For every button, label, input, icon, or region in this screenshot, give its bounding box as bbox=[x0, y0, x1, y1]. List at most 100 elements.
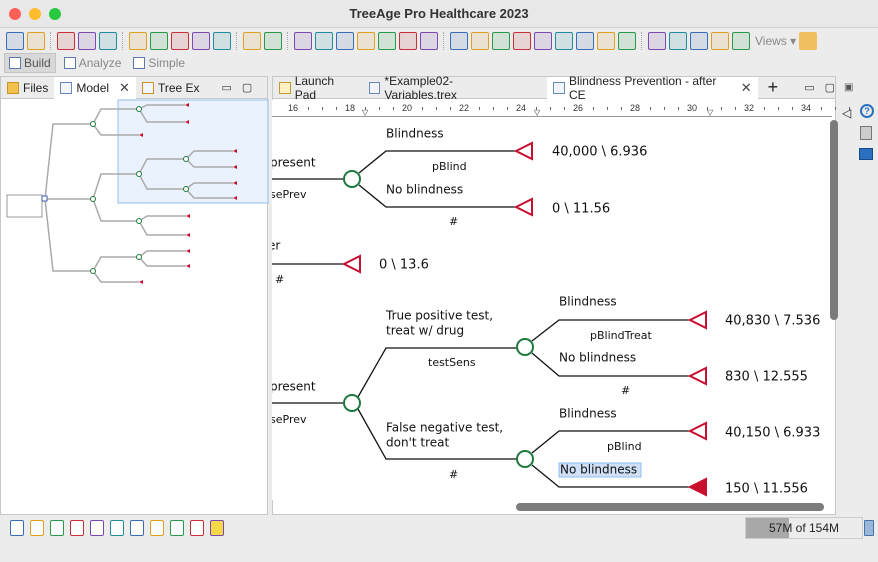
branch-probability[interactable]: sePrev bbox=[272, 188, 307, 201]
branch-probability[interactable]: sePrev bbox=[272, 413, 307, 426]
color-ball-icon[interactable] bbox=[648, 32, 666, 50]
tab-blindness-prevention[interactable]: Blindness Prevention - after CE✕ bbox=[547, 74, 758, 102]
variable-def-icon[interactable] bbox=[534, 32, 552, 50]
gear-icon[interactable] bbox=[264, 32, 282, 50]
branch-label[interactable]: True positive test, bbox=[385, 309, 493, 323]
perspective-simple[interactable]: Simple bbox=[129, 54, 189, 72]
close-icon[interactable]: ✕ bbox=[119, 79, 130, 95]
terminal-node[interactable] bbox=[513, 141, 533, 161]
settings-icon[interactable] bbox=[243, 32, 261, 50]
terminal-node[interactable] bbox=[687, 421, 707, 441]
clock-icon[interactable] bbox=[618, 32, 636, 50]
calculator-icon[interactable] bbox=[860, 126, 872, 140]
terminal-node[interactable] bbox=[341, 254, 361, 274]
minimize-icon[interactable]: ▭ bbox=[221, 82, 232, 94]
decision-tree[interactable]: present sePrev Blindness pBlind No blind… bbox=[272, 117, 828, 500]
tree-canvas[interactable]: present sePrev Blindness pBlind No blind… bbox=[272, 117, 828, 500]
branch-label[interactable]: Blindness bbox=[386, 127, 444, 141]
minimize-icon[interactable]: ▭ bbox=[804, 82, 815, 94]
tree-layout-icon[interactable] bbox=[129, 32, 147, 50]
tab-model[interactable]: Model✕ bbox=[54, 76, 136, 99]
comment-icon[interactable] bbox=[210, 520, 224, 536]
branch-probability[interactable]: pBlindTreat bbox=[590, 329, 652, 342]
vertical-scrollbar[interactable] bbox=[830, 120, 838, 320]
branch-label[interactable]: er bbox=[272, 239, 280, 253]
variable-list-icon[interactable] bbox=[513, 32, 531, 50]
branch-probability[interactable]: testSens bbox=[428, 356, 476, 369]
close-icon[interactable]: ✕ bbox=[740, 79, 752, 95]
branch-label[interactable]: treat w/ drug bbox=[386, 324, 464, 338]
tab-example02[interactable]: *Example02-Variables.trex bbox=[363, 74, 528, 102]
branch-label[interactable]: No blindness bbox=[386, 183, 463, 197]
maximize-icon[interactable]: ▢ bbox=[824, 82, 835, 94]
branch-label[interactable]: No blindness bbox=[559, 351, 636, 365]
terminal-node[interactable] bbox=[687, 310, 707, 330]
percent-icon[interactable] bbox=[378, 32, 396, 50]
forward-arrow-icon[interactable] bbox=[99, 32, 117, 50]
restore-icon[interactable]: ▣ bbox=[844, 82, 854, 93]
chance-node[interactable] bbox=[343, 394, 361, 412]
hash-icon[interactable] bbox=[399, 32, 417, 50]
minimize-window-button[interactable] bbox=[29, 8, 41, 20]
ruler-marker[interactable]: ▽ bbox=[707, 108, 714, 117]
perspective-analyze[interactable]: Analyze bbox=[60, 54, 126, 72]
dist-d-icon[interactable] bbox=[150, 520, 164, 536]
back-arrow-icon[interactable] bbox=[78, 32, 96, 50]
monitor-icon[interactable] bbox=[859, 148, 873, 160]
help-icon[interactable] bbox=[732, 32, 750, 50]
tab-tree-explorer[interactable]: Tree Ex bbox=[136, 77, 206, 99]
zoom-window-button[interactable] bbox=[49, 8, 61, 20]
add-tab-button[interactable]: + bbox=[767, 77, 779, 97]
monitor-icon[interactable] bbox=[576, 32, 594, 50]
clock-icon[interactable] bbox=[170, 520, 184, 536]
horizontal-scrollbar[interactable] bbox=[516, 503, 824, 511]
maximize-icon[interactable]: ▢ bbox=[241, 82, 253, 94]
branch-label[interactable]: present bbox=[272, 380, 316, 394]
key-icon[interactable] bbox=[711, 32, 729, 50]
terminal-node-selected[interactable] bbox=[687, 477, 707, 497]
trash-icon[interactable] bbox=[864, 520, 874, 536]
distribution-icon[interactable] bbox=[555, 32, 573, 50]
tornado-icon[interactable] bbox=[50, 520, 64, 536]
undo-node-icon[interactable] bbox=[294, 32, 312, 50]
add-branch-icon[interactable] bbox=[315, 32, 333, 50]
check-icon[interactable] bbox=[192, 32, 210, 50]
branch-label[interactable]: False negative test, bbox=[386, 421, 503, 435]
ruler-marker[interactable]: ▽ bbox=[534, 108, 541, 117]
home-icon[interactable] bbox=[57, 32, 75, 50]
branch-probability[interactable]: pBlind bbox=[432, 160, 467, 173]
variable-add-icon[interactable] bbox=[450, 32, 468, 50]
add-node-icon[interactable] bbox=[150, 32, 168, 50]
wand-icon[interactable] bbox=[799, 32, 818, 50]
variable-def-icon[interactable] bbox=[110, 520, 124, 536]
branch-probability[interactable]: pBlind bbox=[607, 440, 642, 453]
markov-icon[interactable] bbox=[357, 32, 375, 50]
terminal-node[interactable] bbox=[687, 366, 707, 386]
table-icon[interactable] bbox=[492, 32, 510, 50]
views-menu[interactable]: Views ▾ bbox=[755, 34, 797, 48]
insert-node-icon[interactable] bbox=[336, 32, 354, 50]
branch-label-selected[interactable]: No blindness bbox=[560, 463, 637, 477]
excel-icon[interactable] bbox=[690, 32, 708, 50]
restore-icon[interactable] bbox=[10, 520, 24, 536]
search-icon[interactable] bbox=[669, 32, 687, 50]
distribution-icon[interactable] bbox=[70, 520, 84, 536]
branch-probability[interactable]: # bbox=[275, 273, 284, 286]
table-icon[interactable] bbox=[90, 520, 104, 536]
branch-label[interactable]: don't treat bbox=[386, 436, 449, 450]
branch-probability[interactable]: # bbox=[449, 468, 458, 481]
tab-launch-pad[interactable]: Launch Pad bbox=[273, 74, 363, 102]
help-info-icon[interactable]: ? bbox=[860, 104, 874, 118]
table-add-icon[interactable] bbox=[471, 32, 489, 50]
ruler-marker[interactable]: ▽ bbox=[362, 108, 369, 117]
branch-probability[interactable]: # bbox=[621, 384, 630, 397]
dist-d-icon[interactable] bbox=[597, 32, 615, 50]
save-icon[interactable] bbox=[213, 32, 231, 50]
collapse-icon[interactable] bbox=[420, 32, 438, 50]
node-group-icon[interactable] bbox=[171, 32, 189, 50]
model-overview[interactable] bbox=[1, 99, 269, 516]
chance-node[interactable] bbox=[516, 450, 534, 468]
perspective-build[interactable]: Build bbox=[4, 53, 56, 73]
undo-icon[interactable] bbox=[6, 32, 24, 50]
tab-files[interactable]: Files bbox=[1, 77, 54, 99]
